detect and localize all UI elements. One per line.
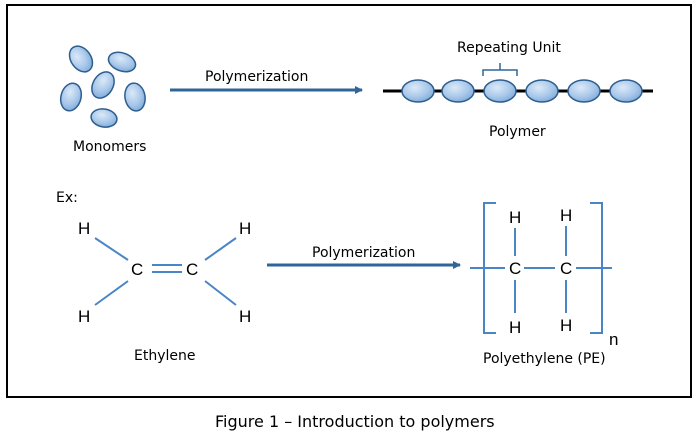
polyethylene-label: Polyethylene (PE): [483, 351, 606, 367]
bond: [94, 237, 129, 261]
bond: [204, 280, 237, 306]
carbon-atom: C: [131, 260, 143, 279]
carbon-atom: C: [186, 260, 198, 279]
hydrogen-atom: H: [239, 307, 251, 326]
bond: [204, 237, 237, 261]
monomer-bead: [59, 82, 83, 112]
polymerization-label-2: Polymerization: [312, 245, 415, 261]
carbon-atom: C: [509, 259, 521, 278]
monomer-bead: [107, 51, 137, 73]
figure-caption: Figure 1 – Introduction to polymers: [215, 412, 495, 431]
hydrogen-atom: H: [560, 206, 572, 225]
repeating-unit-bracket: [482, 63, 518, 76]
monomer-bead: [124, 82, 146, 112]
polymer-bead: [525, 79, 559, 103]
hydrogen-atom: H: [509, 318, 521, 337]
polymer-label: Polymer: [489, 124, 546, 140]
hydrogen-atom: H: [239, 219, 251, 238]
polymer-bead: [401, 79, 435, 103]
monomer-bead: [91, 71, 115, 99]
polymer-bead: [441, 79, 475, 103]
hydrogen-atom: H: [78, 307, 90, 326]
monomers-cluster: [59, 45, 146, 128]
bond: [94, 280, 129, 306]
repeat-subscript: n: [609, 330, 618, 349]
ethylene-label: Ethylene: [134, 348, 195, 364]
carbon-atom: C: [560, 259, 572, 278]
monomers-label: Monomers: [73, 139, 146, 155]
polymer-bead: [567, 79, 601, 103]
ethylene-structure: H H H H C C: [78, 219, 251, 326]
polymer-chain: [401, 79, 643, 103]
diagram-border: [6, 4, 692, 398]
monomer-bead: [68, 45, 94, 73]
repeating-unit-label: Repeating Unit: [457, 40, 561, 56]
example-label: Ex:: [56, 190, 78, 206]
hydrogen-atom: H: [78, 219, 90, 238]
hydrogen-atom: H: [560, 316, 572, 335]
polymer-bead: [483, 79, 517, 103]
polymer-bead: [609, 79, 643, 103]
polyethylene-structure: H H C C H H n: [470, 202, 618, 349]
hydrogen-atom: H: [509, 208, 521, 227]
polymerization-label-1: Polymerization: [205, 69, 308, 85]
monomer-bead: [90, 108, 118, 128]
